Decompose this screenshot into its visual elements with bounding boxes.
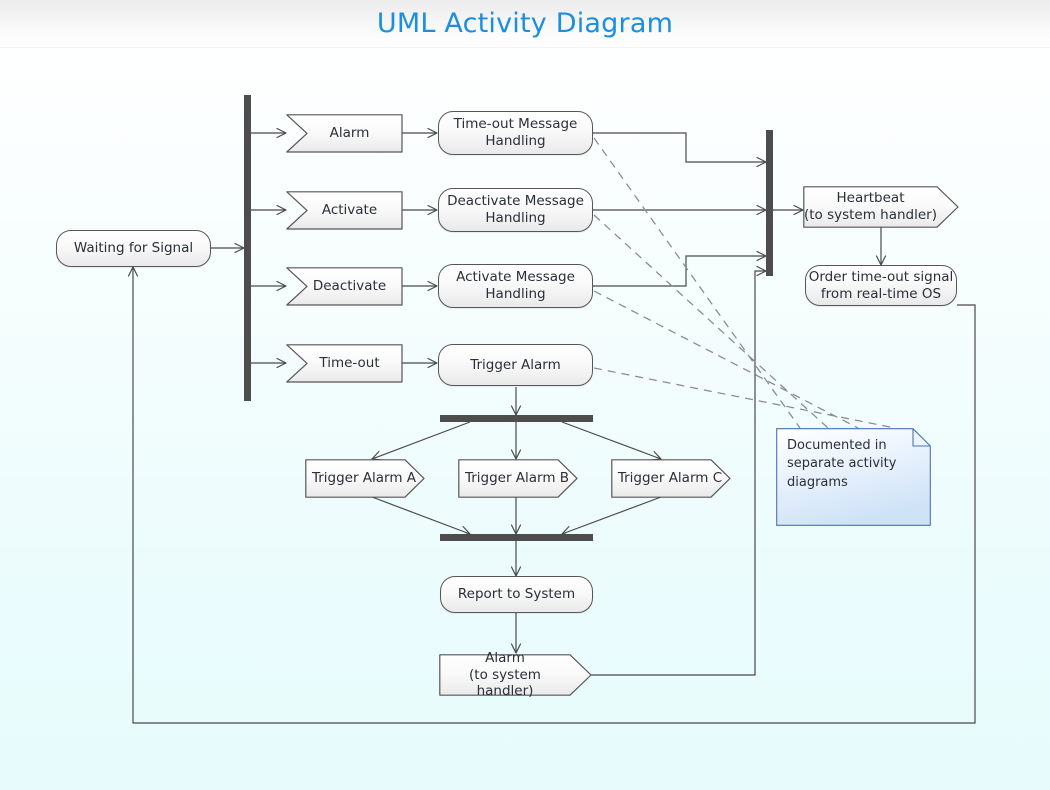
signal-send-heartbeat[interactable]: [803, 186, 959, 228]
signal-send-alarm-to-system-handler[interactable]: [439, 654, 592, 696]
note-link-activate-handler: [593, 290, 859, 429]
alarm-fork-bar: [440, 415, 593, 422]
signal-send-trigger-alarm-c[interactable]: [611, 459, 731, 498]
page-title: UML Activity Diagram: [376, 8, 674, 39]
action-deactivate-message-handling[interactable]: [438, 188, 593, 232]
title-bar: UML Activity Diagram: [0, 0, 1050, 48]
signal-send-trigger-alarm-b[interactable]: [458, 459, 578, 498]
edge-alarm-c-to-join: [561, 496, 662, 536]
signal-dispatch-bar: [244, 95, 251, 401]
action-trigger-alarm[interactable]: [438, 344, 593, 386]
signal-send-trigger-alarm-a[interactable]: [305, 459, 425, 498]
action-order-timeout-signal[interactable]: [805, 265, 957, 306]
edge-timeout-handler-to-collect: [593, 132, 767, 168]
action-report-to-system[interactable]: [440, 576, 593, 613]
signal-receipt-timeout[interactable]: [286, 344, 403, 383]
note-link-trigger-alarm: [593, 367, 896, 429]
comment-note[interactable]: [776, 428, 931, 530]
action-waiting-for-signal[interactable]: [56, 230, 211, 267]
edge-fork-to-alarm-c: [561, 421, 662, 461]
edge-activate-handler-to-collect: [593, 250, 767, 287]
signal-receipt-deactivate[interactable]: [286, 267, 403, 306]
edge-alarm-a-to-join: [371, 496, 471, 536]
edge-fork-to-alarm-a: [371, 421, 471, 461]
signal-receipt-activate[interactable]: [286, 191, 403, 230]
signal-receipt-alarm[interactable]: [286, 114, 403, 153]
diagram-canvas[interactable]: Waiting for Signal Alarm Activate Deacti…: [0, 47, 1050, 790]
signal-collect-bar: [766, 130, 773, 276]
action-activate-message-handling[interactable]: [438, 264, 593, 308]
action-timeout-message-handling[interactable]: [438, 111, 593, 155]
alarm-join-bar: [440, 534, 593, 541]
note-link-deactivate-handler: [593, 214, 829, 429]
